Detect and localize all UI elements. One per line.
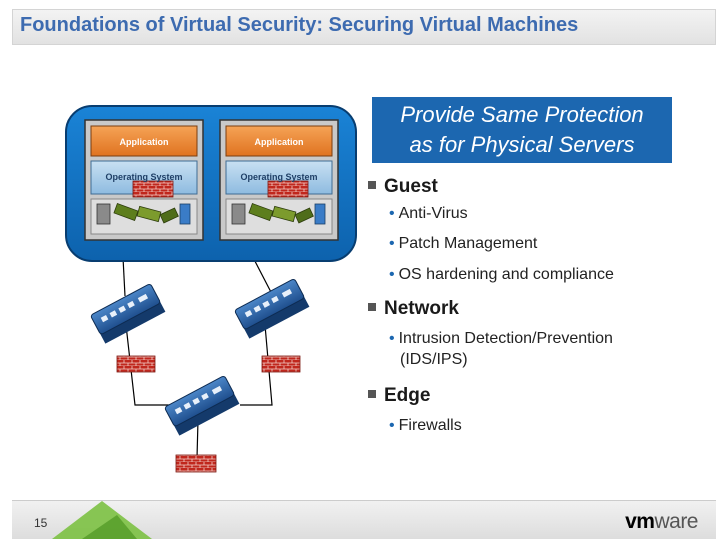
- bullet-guest: Guest: [368, 176, 438, 198]
- bullet-item: •Anti-Virus: [389, 205, 468, 222]
- cpu-icon: [96, 203, 111, 225]
- footer-bar: 15 vmware: [12, 500, 716, 539]
- memory-icon: [248, 203, 274, 221]
- disk-icon: [179, 203, 191, 225]
- disk-icon: [314, 203, 326, 225]
- bullet-edge: Edge: [368, 385, 430, 407]
- bullet-item: •Firewalls: [389, 417, 462, 434]
- firewall-icon: [175, 454, 217, 473]
- memory-icon: [271, 205, 297, 223]
- callout-box: Provide Same Protection as for Physical …: [372, 97, 672, 163]
- switch-right-icon: [234, 278, 310, 339]
- nic-icon: [294, 207, 314, 224]
- slide-title: Foundations of Virtual Security: Securin…: [20, 14, 579, 36]
- vm-right-app-label: Application: [255, 137, 304, 147]
- firewall-icon: [261, 355, 301, 373]
- memory-icon: [136, 205, 162, 223]
- switch-center-icon: [164, 375, 240, 436]
- firewall-icon: [132, 180, 174, 198]
- callout-line-1: Provide Same Protection: [400, 102, 644, 127]
- bullet-square-icon: [368, 303, 376, 311]
- bullet-item: •OS hardening and compliance: [389, 266, 614, 283]
- bullet-item: •Patch Management: [389, 235, 538, 252]
- cpu-icon: [231, 203, 246, 225]
- firewall-icon: [116, 355, 156, 373]
- callout-line-2: as for Physical Servers: [409, 132, 635, 157]
- title-bar: [12, 9, 716, 45]
- bullet-network: Network: [368, 298, 459, 320]
- vm-left: [84, 119, 204, 241]
- footer-decoration: [52, 501, 152, 539]
- bullet-square-icon: [368, 181, 376, 189]
- vm-right: [219, 119, 339, 241]
- bullet-item-continued: (IDS/IPS): [400, 351, 468, 368]
- memory-icon: [113, 203, 139, 221]
- vmware-logo: vmware: [625, 510, 698, 533]
- vm-left-os-label: Operating System: [105, 172, 182, 182]
- vm-right-os-label: Operating System: [240, 172, 317, 182]
- bullet-square-icon: [368, 390, 376, 398]
- firewall-icon: [267, 180, 309, 198]
- vm-left-app-label: Application: [120, 137, 169, 147]
- page-number: 15: [34, 516, 48, 530]
- switch-left-icon: [90, 283, 166, 344]
- bullet-item: •Intrusion Detection/Prevention: [389, 330, 613, 347]
- nic-icon: [159, 207, 179, 224]
